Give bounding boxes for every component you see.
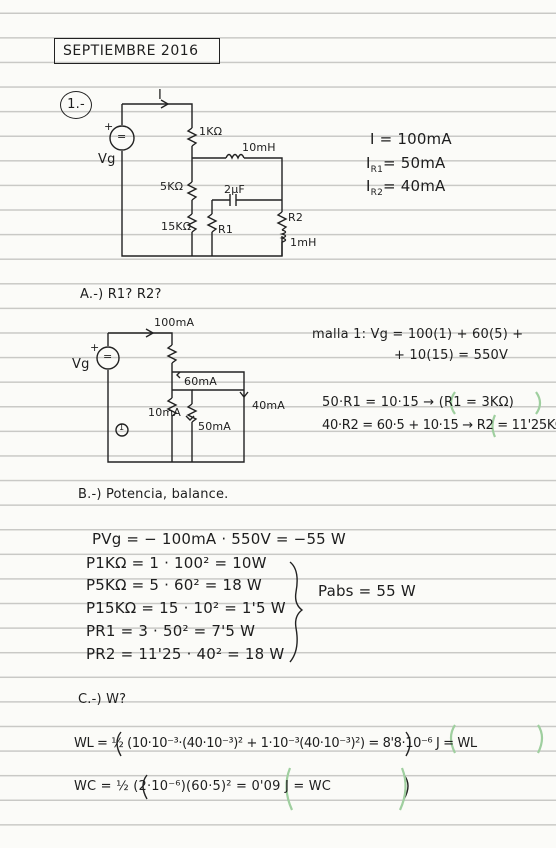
part-a-i10: 10mA bbox=[148, 406, 182, 419]
voltage-source-symbol-2 bbox=[96, 346, 120, 370]
energy-inductors: WL = ½ (10·10⁻³·(40·10⁻³)² + 1·10⁻³(40·1… bbox=[74, 736, 477, 751]
problem-number: 1.- bbox=[60, 91, 92, 119]
given-ir2: IR2= 40mA bbox=[366, 177, 446, 198]
power-r2: PR2 = 11'25 · 40² = 18 W bbox=[86, 645, 285, 663]
energy-capacitor: WC = ½ (2·10⁻⁶)(60·5)² = 0'09 J = WC bbox=[74, 779, 332, 794]
part-a-eq2: + 10(15) = 550V bbox=[394, 348, 509, 363]
source-label: Vg bbox=[98, 152, 116, 167]
power-source: PVg = − 100mA · 550V = −55 W bbox=[92, 530, 346, 548]
power-r1: PR1 = 3 · 50² = 7'5 W bbox=[86, 622, 256, 640]
part-a-heading: A.-) R1? R2? bbox=[80, 287, 162, 302]
c2-label: 2μF bbox=[224, 183, 245, 196]
part-a-current-top: 100mA bbox=[154, 316, 195, 329]
mesh-label: 1 bbox=[119, 423, 125, 432]
given-ir1: IR1= 50mA bbox=[366, 154, 446, 175]
power-r15k: P15KΩ = 15 · 10² = 1'5 W bbox=[86, 599, 286, 617]
part-a-source-plus: + bbox=[90, 341, 100, 354]
l1-label: 1mH bbox=[290, 236, 317, 249]
l10-label: 10mH bbox=[242, 141, 276, 154]
r1-label: R1 bbox=[218, 223, 234, 236]
current-label: I bbox=[158, 88, 163, 103]
part-a-source-symbol: = bbox=[103, 350, 113, 363]
voltage-source-symbol bbox=[109, 125, 135, 151]
part-a-i50: 50mA bbox=[198, 420, 232, 433]
source-plus: + bbox=[104, 120, 114, 133]
given-current: I = 100mA bbox=[370, 130, 452, 148]
power-r1k: P1KΩ = 1 · 100² = 10W bbox=[86, 554, 267, 572]
source-symbol: = bbox=[117, 130, 127, 143]
r2-label: R2 bbox=[288, 211, 304, 224]
part-a-i60: 60mA bbox=[184, 375, 218, 388]
part-c-heading: C.-) W? bbox=[78, 692, 127, 707]
part-b-heading: B.-) Potencia, balance. bbox=[78, 487, 229, 502]
part-a-eq1: malla 1: Vg = 100(1) + 60(5) + bbox=[312, 327, 524, 342]
part-a-source-label: Vg bbox=[72, 357, 90, 372]
r1k-label: 1KΩ bbox=[199, 125, 223, 138]
power-r5k: P5KΩ = 5 · 60² = 18 W bbox=[86, 576, 262, 594]
power-absorbed: Pabs = 55 W bbox=[318, 582, 416, 600]
part-a-eq3: 50·R1 = 10·15 → (R1 = 3KΩ) bbox=[322, 395, 515, 410]
r15k-label: 15KΩ bbox=[161, 220, 192, 233]
page-title: SEPTIEMBRE 2016 bbox=[54, 38, 220, 64]
part-a-i40: 40mA bbox=[252, 399, 286, 412]
r5k-label: 5KΩ bbox=[160, 180, 184, 193]
part-a-eq4: 40·R2 = 60·5 + 10·15 → R2 = 11'25KΩ bbox=[322, 418, 556, 433]
